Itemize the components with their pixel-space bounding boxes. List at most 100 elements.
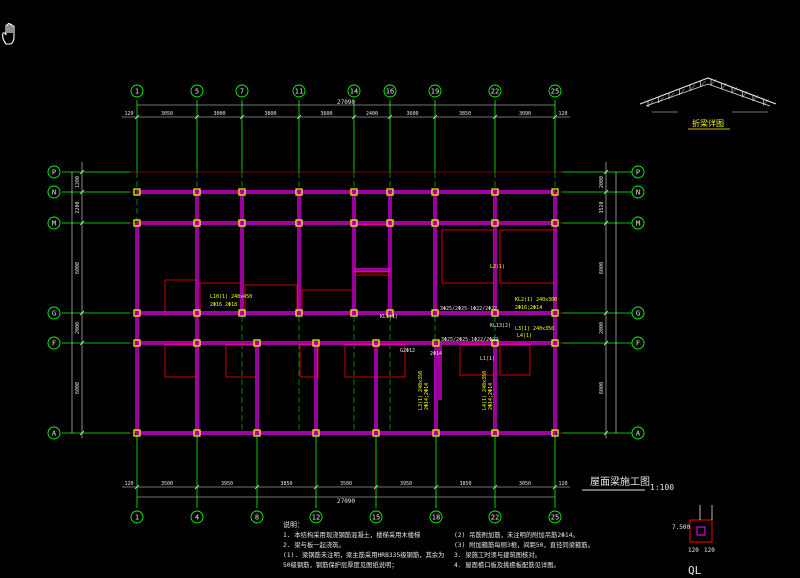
dimension-label: 120 [124, 481, 133, 487]
dimension-label: 6000 [599, 262, 605, 274]
dimension-label: 3000 [213, 111, 225, 117]
dimension-label: 3950 [400, 481, 412, 487]
column [295, 309, 303, 317]
axis-bubble-left: G [47, 306, 61, 320]
room-outline [499, 229, 555, 284]
beam-annotation: 2Φ14 [430, 351, 442, 357]
svg-text:F: F [52, 340, 56, 348]
drawing-title: 屋面梁施工图 [590, 475, 650, 488]
dimension-label: 120 [124, 111, 133, 117]
pan-hand-icon [2, 22, 15, 45]
beam-annotation-vertical: 2Φ14;2Φ14 [424, 383, 430, 410]
dimension-label: 3050 [519, 481, 531, 487]
beam-annotation: KL1(1) [380, 314, 398, 320]
svg-text:A: A [636, 430, 641, 438]
column [238, 309, 246, 317]
column [295, 219, 303, 227]
axis-bubble-left: A [47, 426, 61, 440]
column [312, 429, 320, 437]
dimension-label: 3850 [280, 481, 292, 487]
dimension-label: 3600 [406, 111, 418, 117]
column [295, 188, 303, 196]
svg-text:22: 22 [491, 514, 499, 522]
column [491, 339, 499, 347]
column [432, 339, 440, 347]
axis-bubble-bottom: 18 [429, 510, 443, 524]
dimension-label: 120 [558, 111, 567, 117]
dimension-label: 6000 [599, 382, 605, 394]
dimension-label: 3500 [161, 481, 173, 487]
column [551, 339, 559, 347]
dimension-label: 3500 [340, 481, 352, 487]
column [372, 429, 380, 437]
dimension-label: 3800 [264, 111, 276, 117]
column [386, 309, 394, 317]
axis-bubble-right: P [631, 165, 645, 179]
ql-section-detail: 7.500 120 120 QL [672, 505, 715, 577]
svg-text:M: M [636, 220, 640, 228]
axis-bubble-top: 16 [383, 84, 397, 98]
svg-text:G: G [52, 310, 56, 318]
room-outline [244, 284, 298, 314]
room-outline [164, 344, 198, 378]
ql-label-3: 120 [704, 547, 715, 554]
axis-bubble-top: 11 [292, 84, 306, 98]
beam-annotation: 3Φ25/2Φ25-1Φ22/2Φ22 [441, 337, 498, 343]
axis-bubble-top: 1 [130, 84, 144, 98]
axis-bubble-left: M [47, 216, 61, 230]
room-outline [441, 229, 495, 284]
column [431, 219, 439, 227]
axis-bubble-left: N [47, 185, 61, 199]
total-dimension-top: 27090 [337, 99, 355, 106]
dimension-label: 3950 [221, 481, 233, 487]
svg-text:N: N [52, 189, 56, 197]
column [350, 309, 358, 317]
axis-bubble-top: 7 [235, 84, 249, 98]
svg-text:14: 14 [350, 88, 358, 96]
note-1: 1. 本结构采用现浇钢筋混凝土，楼梯采用木楼梯 [283, 530, 420, 539]
axis-bubble-right: G [631, 306, 645, 320]
section-title: 折梁详图 [692, 118, 724, 128]
note-3: (1). 梁钢筋未注明，梁主筋采用HRB335级钢筋，其余为 [283, 550, 444, 559]
axis-bubble-right: M [631, 216, 645, 230]
dimension-label: 6000 [75, 382, 81, 394]
general-notes: 说明： 1. 本结构采用现浇钢筋混凝土，楼梯采用木楼梯 2. 梁与板一起浇筑。 … [283, 520, 594, 569]
column [551, 309, 559, 317]
svg-text:25: 25 [551, 514, 559, 522]
column [193, 219, 201, 227]
column [312, 339, 320, 347]
dimension-label: 3050 [161, 111, 173, 117]
dimension-label: 3850 [459, 111, 471, 117]
column [133, 309, 141, 317]
svg-text:F: F [636, 340, 640, 348]
folded-beam-detail: 折梁详图 [639, 77, 777, 130]
beam-annotation-vertical: L3(1) 240x350 [418, 371, 424, 410]
column [491, 309, 499, 317]
beam-annotation: L3(1) 240x350 [515, 326, 554, 332]
beam-annotation: 2Φ16;2Φ14 [515, 305, 542, 311]
column [133, 188, 141, 196]
svg-text:19: 19 [431, 88, 439, 96]
axis-bubble-top: 19 [428, 84, 442, 98]
axis-bubble-bottom: 1 [130, 510, 144, 524]
axis-bubble-bottom: 15 [369, 510, 383, 524]
axis-bubble-right: F [631, 336, 645, 350]
column [193, 429, 201, 437]
dimension-label: 120 [558, 481, 567, 487]
svg-text:1: 1 [135, 88, 139, 96]
column [350, 219, 358, 227]
column [386, 219, 394, 227]
axis-bubble-right: A [631, 426, 645, 440]
axis-bubble-left: P [47, 165, 61, 179]
beam-annotation: L4(1) [517, 333, 532, 339]
dimension-label: 3520 [599, 201, 605, 213]
beam-annotation: G2Φ12 [400, 348, 415, 354]
svg-text:P: P [636, 169, 640, 177]
room-outline [499, 344, 531, 376]
column [551, 219, 559, 227]
room-outline [299, 344, 319, 378]
svg-text:25: 25 [551, 88, 559, 96]
note-5: (2) 吊筋附加筋，未注明的附加吊筋2Φ14。 [454, 530, 579, 539]
